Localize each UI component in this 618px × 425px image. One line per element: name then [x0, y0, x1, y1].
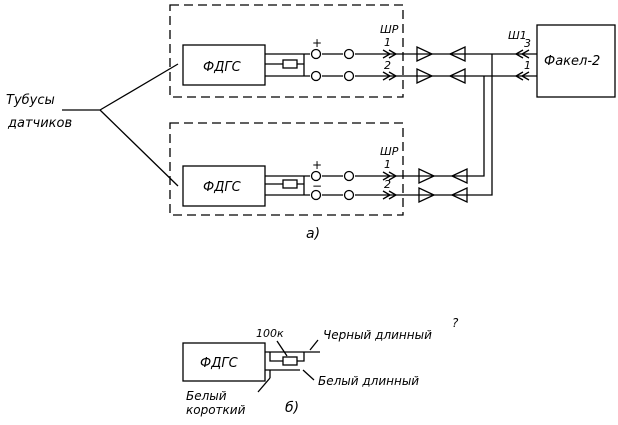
resistor-100k-leads — [269, 352, 305, 362]
question-mark: ? — [452, 316, 459, 330]
upper-pin-1: 1 — [384, 36, 391, 49]
lower-connector-label: ШР — [380, 145, 399, 158]
resistor-100k — [282, 356, 298, 366]
upper-connector-chevrons — [382, 49, 398, 81]
amplifier-u1a — [416, 45, 434, 63]
white-short-label-line1: Белый — [186, 389, 227, 403]
white-long-label: Белый длинный — [318, 374, 419, 388]
upper-terminal-2b — [343, 70, 355, 82]
upper-resistor-leads — [265, 54, 305, 76]
amplifier-u2b — [448, 67, 466, 85]
amplifier-l2a — [418, 186, 436, 204]
bus-vertical-2 — [412, 76, 485, 177]
upper-pin-2: 2 — [384, 59, 391, 72]
tubes-label-line1: Тубусы — [6, 93, 55, 108]
fdgs-block-b — [182, 342, 266, 382]
upper-terminal-1b — [343, 48, 355, 60]
amplifier-u2a — [416, 67, 434, 85]
upper-fdgs-label: ФДГС — [203, 60, 242, 75]
lower-connector-chevrons — [382, 171, 398, 200]
upper-connector-label: ШР — [380, 23, 399, 36]
device-pin-3: 3 — [524, 37, 531, 50]
amplifier-l1b — [450, 167, 468, 185]
upper-terminal-1a — [310, 48, 322, 60]
lower-terminal-2b — [343, 189, 355, 201]
amplifier-l2b — [450, 186, 468, 204]
caption-b: б) — [285, 400, 299, 416]
lower-plus-sign: + — [312, 158, 322, 172]
upper-fdgs-block — [182, 44, 266, 86]
upper-terminal-2a — [310, 70, 322, 82]
black-long-label: Черный длинный — [323, 328, 432, 342]
label-leader-lines — [257, 339, 319, 393]
upper-resistor — [282, 59, 298, 69]
lower-terminal-1b — [343, 170, 355, 182]
amplifier-l1a — [418, 167, 436, 185]
lower-pin-2: 2 — [384, 178, 391, 191]
caption-a: а) — [306, 226, 320, 242]
fakel-2-label: Факел-2 — [544, 54, 600, 69]
lower-fdgs-label: ФДГС — [203, 180, 242, 195]
device-connector-chevrons — [514, 49, 530, 81]
bus-vertical-1 — [412, 54, 493, 196]
lower-terminal-1a — [310, 170, 322, 182]
lower-terminal-2a — [310, 189, 322, 201]
lower-pin-1: 1 — [384, 158, 391, 171]
resistor-100k-label: 100к — [256, 327, 284, 340]
fdgs-label-b: ФДГС — [200, 356, 239, 371]
device-pin-1: 1 — [524, 59, 531, 72]
amplifier-u1b — [448, 45, 466, 63]
lower-minus-sign: − — [312, 179, 322, 193]
lower-sensor-enclosure — [169, 122, 404, 216]
upper-plus-sign: + — [312, 36, 322, 50]
tubes-label-line2: датчиков — [7, 116, 72, 131]
upper-sensor-enclosure — [169, 4, 404, 98]
fakel-2-device — [536, 24, 616, 98]
lower-resistor — [282, 179, 298, 189]
tubes-leader-lines — [62, 63, 179, 187]
white-short-label-line2: короткий — [186, 403, 246, 417]
lower-fdgs-block — [182, 165, 266, 207]
lower-resistor-leads — [265, 176, 305, 195]
device-connector-label: Ш1 — [508, 29, 527, 42]
